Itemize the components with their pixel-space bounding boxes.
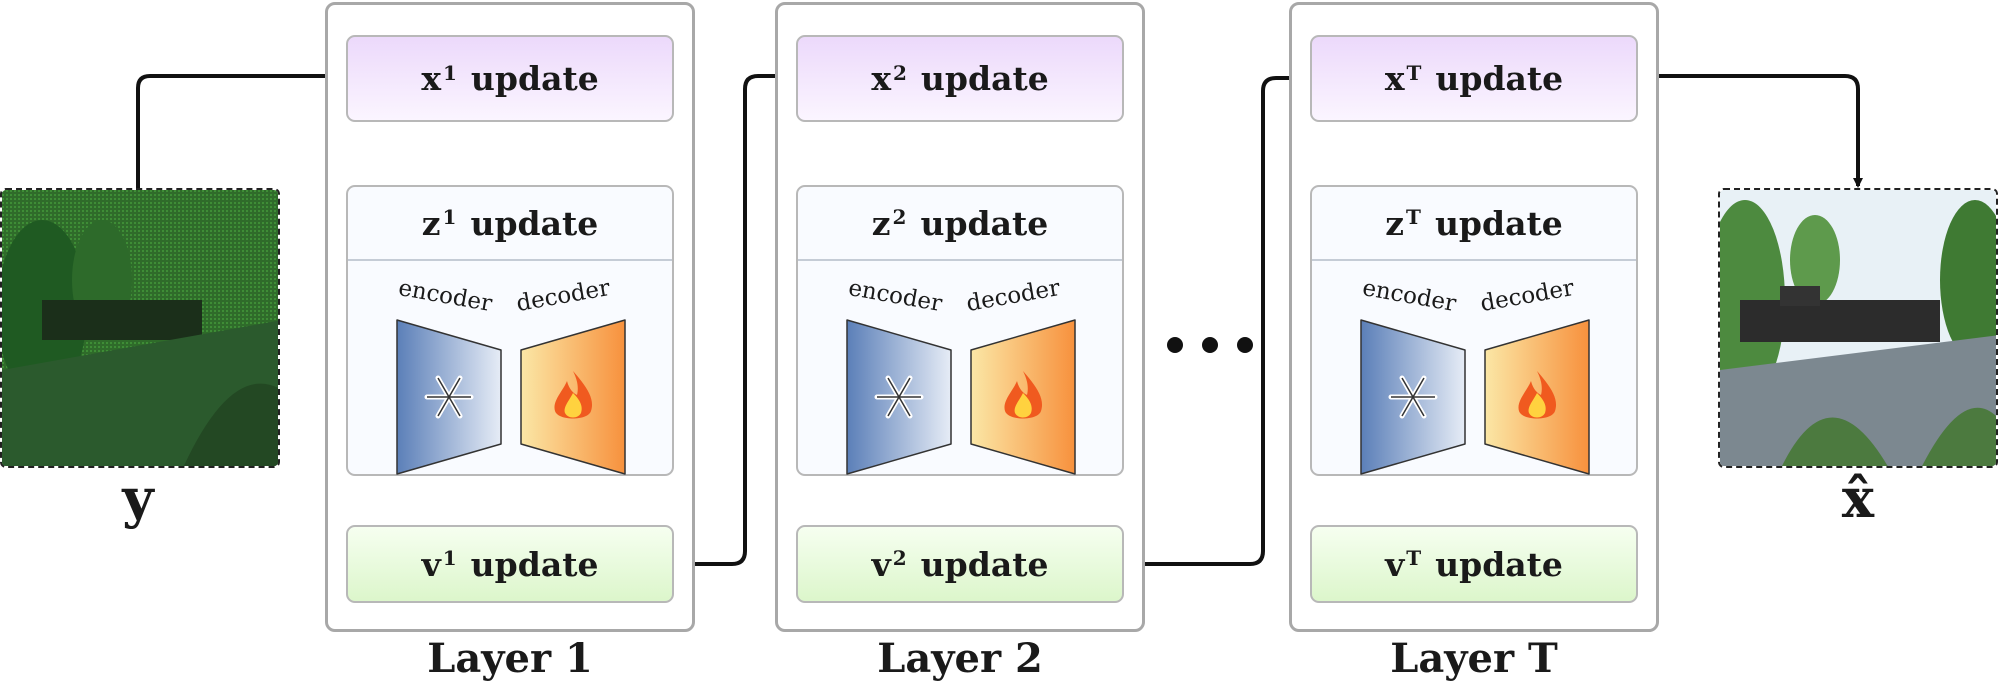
decoder-block <box>520 319 626 475</box>
arrow-xT-to-output <box>1640 74 1863 188</box>
encoder-label: encoder <box>1360 274 1459 318</box>
layer-1-title: Layer 1 <box>427 635 593 682</box>
fire-icon <box>1004 371 1043 419</box>
layer-T-title: Layer T <box>1390 635 1558 682</box>
encoder-block <box>396 319 502 475</box>
arrow-input-to-x1 <box>136 71 347 190</box>
encoder-block <box>1360 319 1466 475</box>
decoder-label: decoder <box>1478 275 1576 317</box>
encoder-label: encoder <box>396 274 495 318</box>
fire-icon <box>1518 371 1557 419</box>
decoder-label: decoder <box>514 275 612 317</box>
encoder-label: encoder <box>846 274 945 318</box>
input-label: y <box>122 466 154 530</box>
encoder-block <box>846 319 952 475</box>
arrow-v1-to-x2 <box>676 71 797 566</box>
ellipsis-dots <box>1167 337 1253 353</box>
fire-icon <box>554 371 593 419</box>
arrow-v2-to-xT <box>1126 73 1310 566</box>
input-degraded-image <box>0 188 280 468</box>
output-label: x̂ <box>1841 466 1875 530</box>
decoder-block <box>970 319 1076 475</box>
decoder-block <box>1484 319 1590 475</box>
decoder-label: decoder <box>964 275 1062 317</box>
output-restored-image <box>1718 188 1998 468</box>
layer-2-title: Layer 2 <box>877 635 1043 682</box>
